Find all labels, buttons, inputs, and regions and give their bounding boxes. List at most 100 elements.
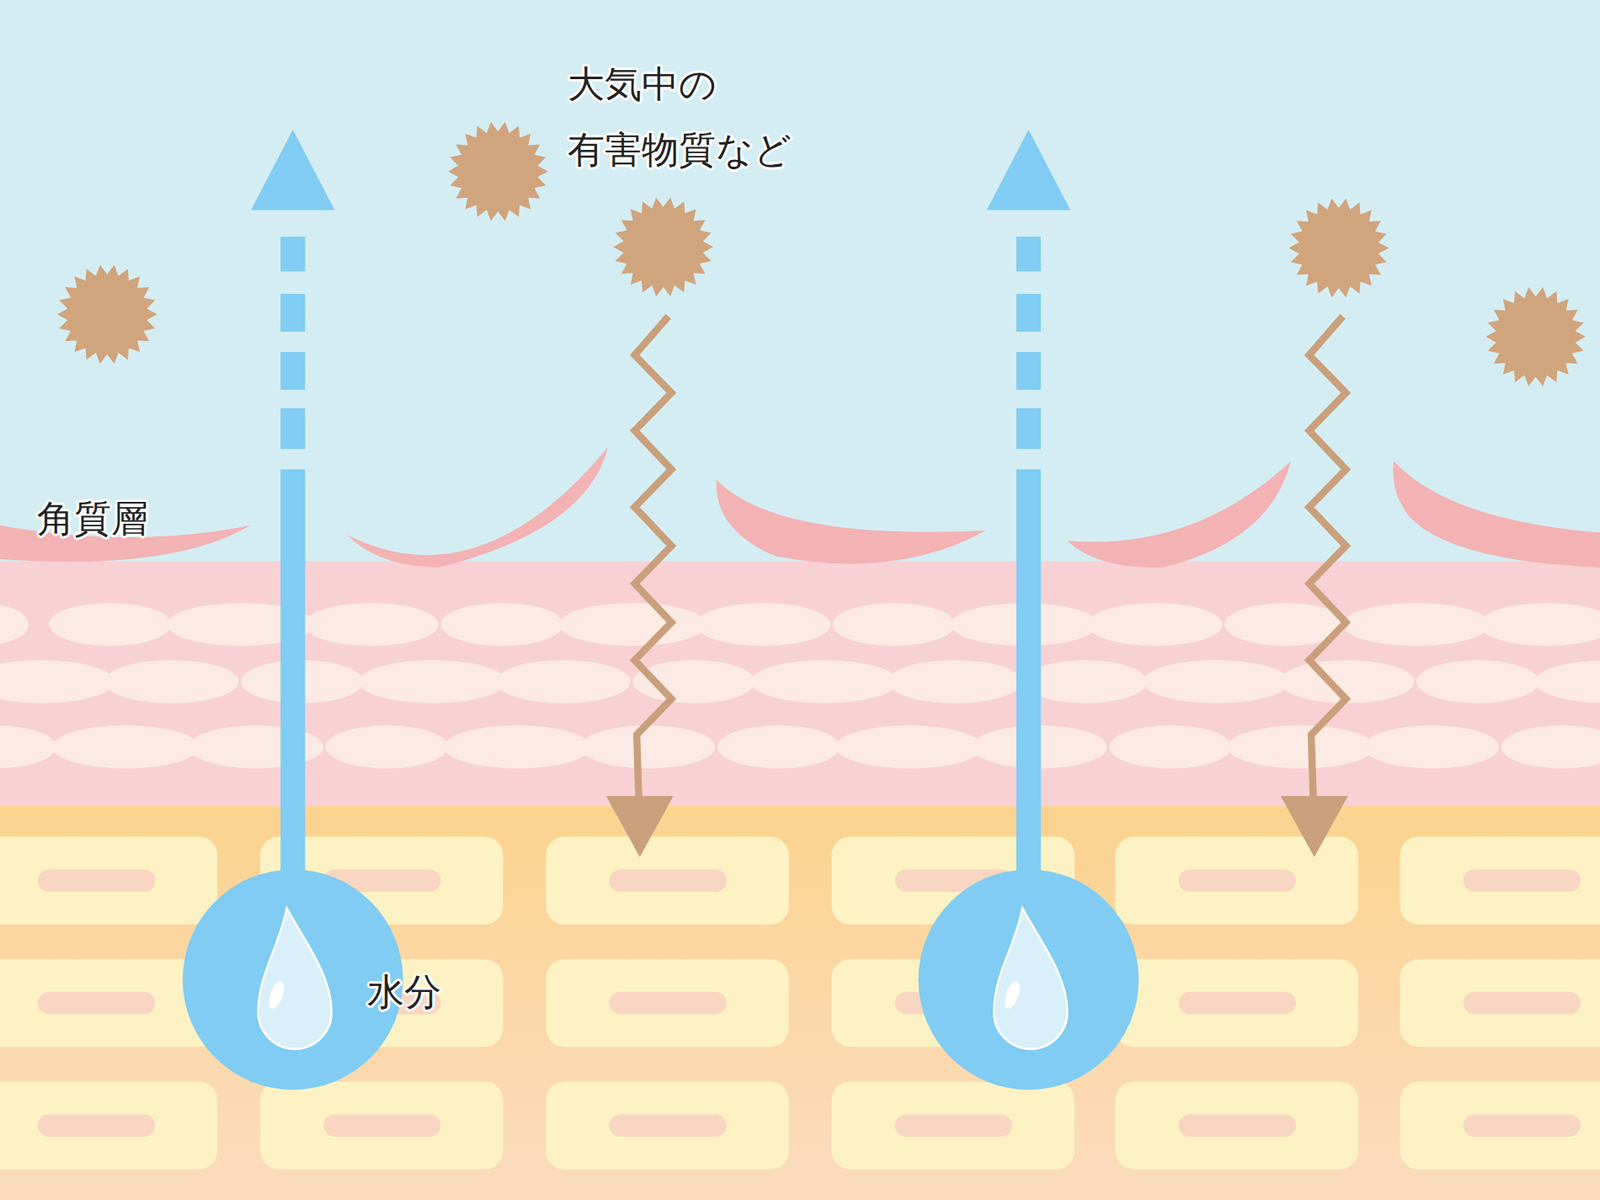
cell-oval	[832, 602, 955, 646]
cell-oval	[1416, 660, 1539, 704]
particle	[1288, 198, 1389, 299]
cell-oval	[580, 725, 715, 769]
cell-nucleus	[608, 992, 726, 1015]
cell-oval	[359, 660, 507, 704]
zigzag-arrow	[1309, 316, 1347, 799]
water-arrow-head	[986, 129, 1071, 211]
particle	[1485, 287, 1586, 387]
cell-oval	[1500, 725, 1600, 769]
cell-oval	[1479, 602, 1600, 646]
water-arrow-dash	[1016, 236, 1041, 272]
label-anchor: 水分	[367, 959, 442, 1025]
dermis-cell	[1114, 837, 1358, 925]
drop-highlight	[1001, 979, 1023, 1011]
cell-nucleus	[37, 869, 155, 892]
zigzag-arrow-head	[606, 795, 674, 858]
dermis-cell	[1114, 959, 1358, 1047]
cell-oval	[1534, 660, 1600, 704]
dermis-cells	[0, 837, 1600, 1170]
water-arrow-head	[250, 129, 335, 211]
water-arrow-dash	[280, 236, 305, 272]
water-arrow-shaft	[1016, 469, 1041, 878]
cell-oval	[1142, 660, 1290, 704]
dermis-cell	[1400, 959, 1600, 1047]
cell-nucleus	[1178, 992, 1296, 1015]
cell-oval	[751, 660, 898, 704]
water-arrow-dash	[280, 293, 305, 332]
cell-oval	[0, 660, 115, 704]
cell-nucleus	[1463, 869, 1581, 892]
cell-oval	[443, 725, 591, 769]
cell-oval	[695, 602, 831, 646]
cell-oval	[304, 602, 439, 646]
cell-oval	[48, 602, 171, 646]
cell-oval	[104, 660, 240, 704]
cell-nucleus	[895, 1114, 1013, 1137]
particle	[57, 264, 158, 364]
cell-oval	[1364, 725, 1499, 769]
dermis-cell	[0, 1081, 218, 1169]
dermis-cell	[545, 1081, 789, 1169]
stratum-corneum-flakes	[0, 447, 1600, 568]
dermis-cell	[0, 837, 218, 925]
cell-oval	[440, 602, 563, 646]
dermis-cell	[1400, 1081, 1600, 1169]
dermis-cell	[260, 1081, 503, 1169]
label-text: 角質層	[37, 485, 149, 552]
drop-highlight	[266, 979, 288, 1011]
dermis-layer	[0, 805, 1600, 1200]
water-arrow-dash	[1016, 408, 1041, 449]
cell-oval	[1024, 660, 1147, 704]
label-text: 水分	[367, 959, 442, 1025]
cell-oval	[325, 725, 448, 769]
cell-nucleus	[608, 1114, 726, 1137]
dermis-cell	[832, 1081, 1075, 1169]
cell-oval	[559, 602, 706, 646]
cell-oval	[0, 602, 29, 646]
harmful-particles	[57, 122, 1586, 387]
flake	[346, 447, 608, 568]
epidermis-cells	[0, 602, 1600, 768]
cell-oval	[1109, 725, 1232, 769]
cell-oval	[1343, 602, 1490, 646]
cell-nucleus	[1463, 992, 1581, 1015]
cell-nucleus	[37, 992, 155, 1015]
flake	[716, 480, 987, 565]
label-anchor: 角質層	[37, 485, 149, 552]
particle	[613, 197, 714, 297]
dermis-cell	[545, 837, 789, 925]
water-arrows	[182, 129, 1139, 1090]
water-arrow-dash	[280, 352, 305, 390]
particle	[448, 122, 549, 222]
cell-oval	[52, 725, 199, 769]
cell-nucleus	[323, 1114, 441, 1137]
epidermis-layer	[0, 560, 1600, 808]
label-anchor: 大気中の 有害物質など	[567, 51, 905, 183]
cell-oval	[887, 660, 1023, 704]
zigzag-arrow-head	[1280, 795, 1349, 858]
cell-oval	[1227, 725, 1375, 769]
water-arrow-dash	[1016, 293, 1041, 332]
flake	[1066, 461, 1291, 568]
cell-nucleus	[1178, 1114, 1296, 1137]
water-drop	[258, 907, 332, 1049]
cell-nucleus	[37, 1114, 155, 1137]
dermis-cell	[1114, 1081, 1358, 1169]
cell-oval	[0, 725, 57, 769]
water-drop	[993, 907, 1067, 1049]
water-arrow-dash	[1016, 352, 1041, 390]
cell-oval	[1088, 602, 1223, 646]
dermis-cell	[545, 959, 789, 1047]
cell-nucleus	[1178, 869, 1296, 892]
cell-oval	[835, 725, 982, 769]
water-circle	[918, 869, 1140, 1090]
flake	[1392, 461, 1600, 568]
label-text: 大気中の 有害物質など	[567, 51, 905, 183]
cell-nucleus	[608, 869, 726, 892]
water-arrow-shaft	[280, 469, 305, 878]
zigzag-arrow	[634, 316, 672, 799]
cell-nucleus	[1463, 1114, 1581, 1137]
